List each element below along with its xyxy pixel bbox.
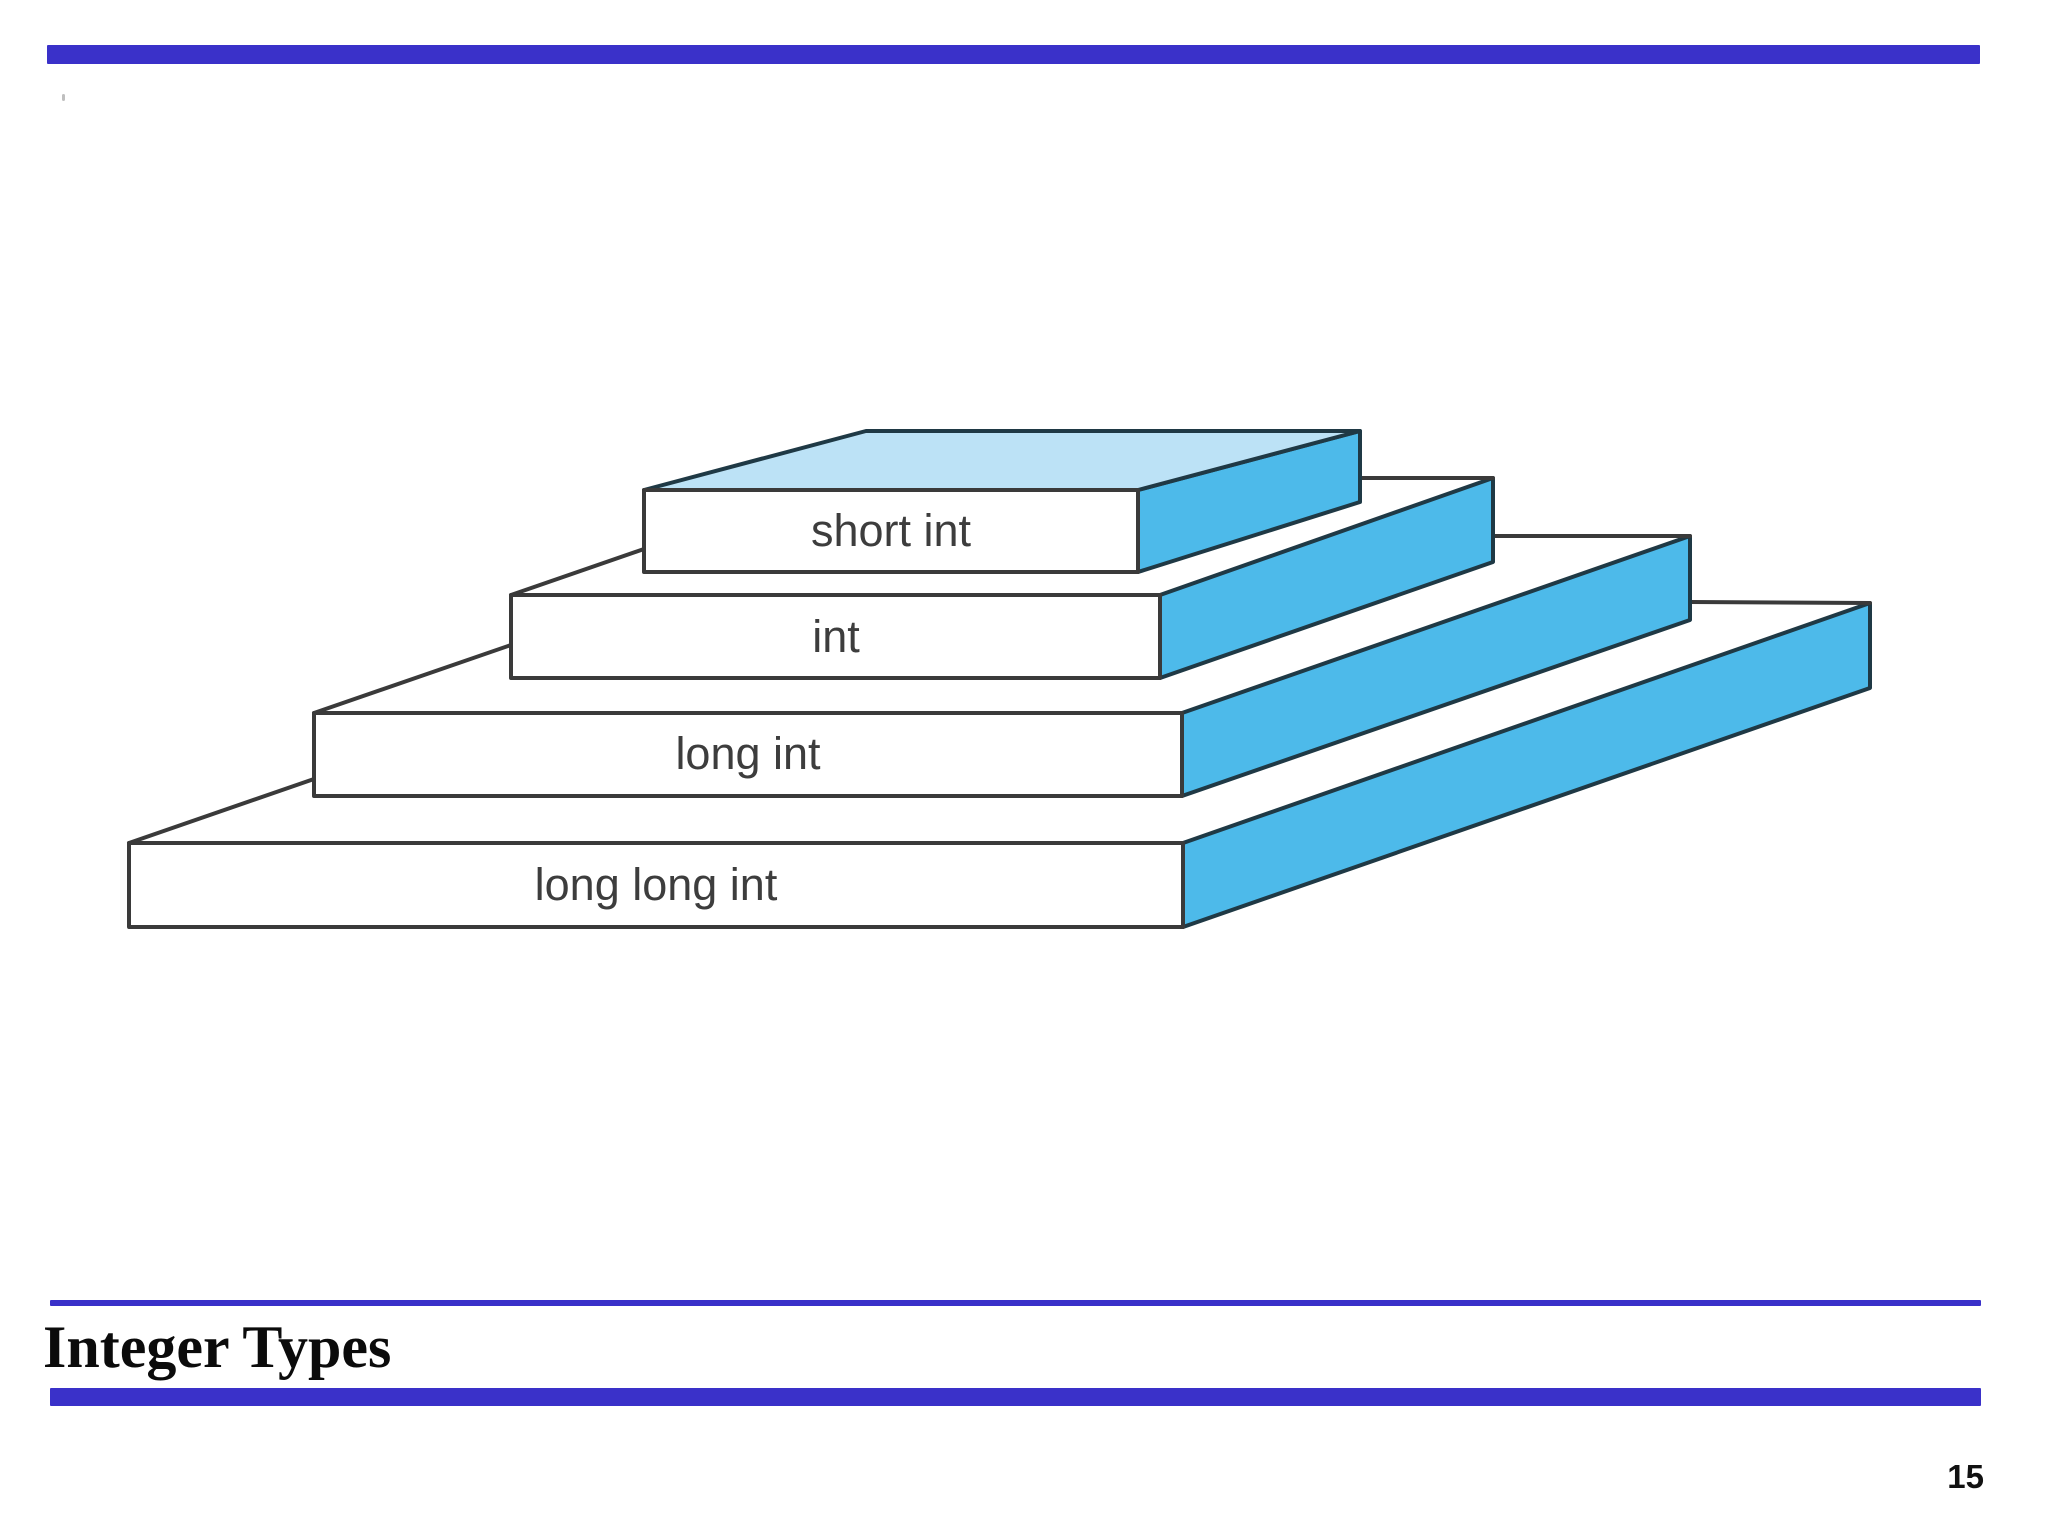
- layer-int-label: int: [812, 611, 860, 662]
- layer-long-long-int-front-face: [127, 841, 1185, 929]
- layer-short-int: short int: [642, 429, 1362, 574]
- layer-long-long-int-back-top-edge: [1688, 600, 1872, 605]
- page-number: 15: [1947, 1458, 1984, 1495]
- layer-short-int-label: short int: [811, 505, 972, 556]
- layer-long-long-int-top-left-edge: [127, 777, 316, 845]
- layer-long-int-label: long int: [675, 728, 821, 779]
- footer-rule-thin: [50, 1300, 1981, 1306]
- stray-speck: [62, 94, 65, 101]
- layer-long-int-front-face: [312, 711, 1184, 798]
- slide-title: Integer Types: [43, 1314, 392, 1380]
- layer-long-long-int-label: long long int: [535, 859, 778, 910]
- layer-int: int: [509, 476, 1495, 680]
- layer-int-front-face: [509, 593, 1162, 680]
- layer-int-top-left-edge: [509, 547, 646, 597]
- layer-long-int: long int: [312, 534, 1692, 798]
- layer-long-long-int: long long int: [127, 600, 1872, 929]
- layer-long-int-top-left-edge: [312, 643, 513, 715]
- footer-rule-thick: [50, 1388, 1981, 1406]
- layer-short-int-front-face: [642, 488, 1140, 574]
- top-accent-bar: [47, 45, 1980, 64]
